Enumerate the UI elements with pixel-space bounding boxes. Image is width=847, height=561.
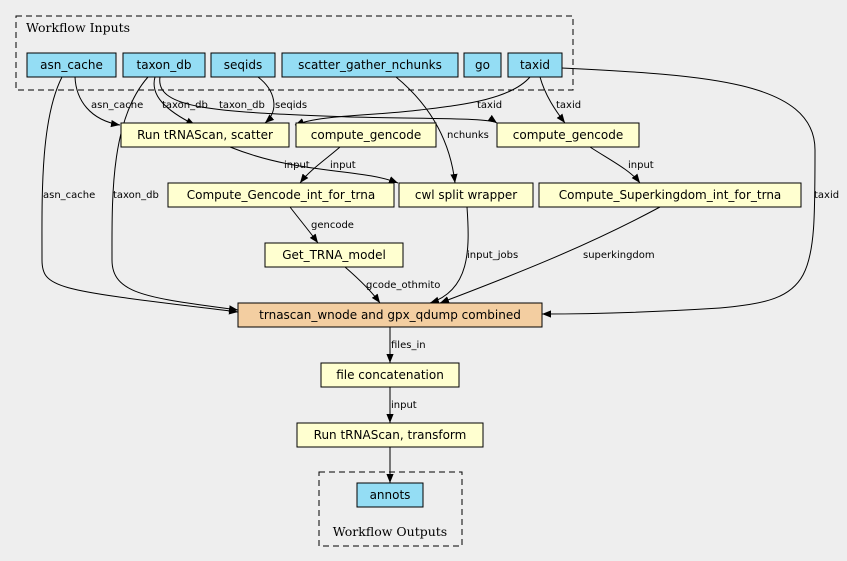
node-file-concatenation[interactable]: file concatenation bbox=[320, 362, 460, 388]
node-go[interactable]: go bbox=[463, 52, 502, 78]
edge-asn-cache-scatter bbox=[74, 76, 121, 128]
edge-gencode2-superkingdom bbox=[589, 146, 641, 184]
node-compute-gencode-1-label: compute_gencode bbox=[311, 128, 421, 142]
node-asn-cache-label: asn_cache bbox=[40, 58, 103, 72]
node-go-label: go bbox=[475, 58, 490, 72]
edge-label-taxid-gencode2: taxid bbox=[556, 100, 581, 111]
edge-scatter-cwl bbox=[229, 146, 399, 184]
edge-model-combined bbox=[344, 266, 381, 304]
node-get-trna-model[interactable]: Get_TRNA_model bbox=[264, 242, 404, 268]
node-seqids-label: seqids bbox=[224, 58, 262, 72]
node-cwl-split-wrapper-label: cwl split wrapper bbox=[415, 188, 517, 202]
node-run-trnascan-scatter-label: Run tRNAScan, scatter bbox=[137, 128, 273, 142]
edge-label-files-in: files_in bbox=[391, 340, 426, 351]
node-scatter-gather-nchunks[interactable]: scatter_gather_nchunks bbox=[281, 52, 459, 78]
edge-asn-cache-combined bbox=[41, 76, 239, 315]
edge-gencode-int-model bbox=[289, 206, 319, 244]
edge-label-concat-transform: input bbox=[391, 400, 417, 411]
edge-label-gencode1-int: input bbox=[330, 160, 356, 171]
node-file-concatenation-label: file concatenation bbox=[336, 368, 444, 382]
edge-label-gencode2-superkingdom: input bbox=[628, 160, 654, 171]
edge-taxid-combined bbox=[541, 67, 816, 318]
node-taxon-db[interactable]: taxon_db bbox=[122, 52, 206, 78]
edge-label-taxon-db-combined: taxon_db bbox=[113, 190, 159, 201]
node-compute-gencode-int-label: Compute_Gencode_int_for_trna bbox=[187, 188, 375, 202]
node-compute-superkingdom[interactable]: Compute_Superkingdom_int_for_trna bbox=[538, 182, 802, 208]
node-compute-gencode-2[interactable]: compute_gencode bbox=[496, 122, 640, 148]
edge-taxon-db-scatter bbox=[153, 76, 196, 126]
step-nodes: Run tRNAScan, scatter compute_gencode co… bbox=[120, 122, 802, 448]
node-compute-gencode-int[interactable]: Compute_Gencode_int_for_trna bbox=[167, 182, 395, 208]
edges bbox=[41, 67, 816, 483]
edge-label-asn-cache-combined: asn_cache bbox=[43, 190, 95, 201]
edge-label-asn-cache-scatter: asn_cache bbox=[91, 100, 143, 111]
node-compute-superkingdom-label: Compute_Superkingdom_int_for_trna bbox=[559, 188, 782, 202]
node-annots[interactable]: annots bbox=[356, 482, 424, 508]
edge-label-gencode: gencode bbox=[311, 220, 354, 231]
edge-label-taxid-combined: taxid bbox=[814, 190, 839, 201]
edge-taxid-gencode1 bbox=[294, 76, 531, 126]
edge-taxon-db-gencode2 bbox=[159, 76, 498, 124]
edge-label-taxon-db-scatter: taxon_db bbox=[162, 100, 208, 111]
node-compute-gencode-1[interactable]: compute_gencode bbox=[295, 122, 437, 148]
node-annots-label: annots bbox=[370, 488, 411, 502]
node-compute-gencode-2-label: compute_gencode bbox=[513, 128, 623, 142]
edge-label-seqids-scatter: seqids bbox=[275, 100, 307, 111]
node-scatter-gather-nchunks-label: scatter_gather_nchunks bbox=[298, 58, 442, 72]
node-cwl-split-wrapper[interactable]: cwl split wrapper bbox=[398, 182, 534, 208]
node-combined-label: trnascan_wnode and gpx_qdump combined bbox=[259, 308, 521, 322]
edge-label-input-jobs: input_jobs bbox=[467, 250, 518, 261]
edge-label-scatter-cwl: input bbox=[284, 160, 310, 171]
node-taxid[interactable]: taxid bbox=[507, 52, 563, 78]
node-run-trnascan-transform-label: Run tRNAScan, transform bbox=[314, 428, 467, 442]
edge-labels: asn_cache taxon_db taxon_db seqids taxid… bbox=[43, 100, 839, 411]
edge-label-taxid-gencode1: taxid bbox=[477, 100, 502, 111]
edge-seqids-scatter bbox=[257, 76, 275, 124]
node-get-trna-model-label: Get_TRNA_model bbox=[282, 248, 386, 262]
workflow-inputs-label: Workflow Inputs bbox=[26, 20, 130, 35]
edge-label-nchunks: nchunks bbox=[447, 130, 489, 141]
edge-label-superkingdom: superkingdom bbox=[583, 250, 655, 261]
node-taxon-db-label: taxon_db bbox=[137, 58, 192, 72]
node-asn-cache[interactable]: asn_cache bbox=[26, 52, 117, 78]
edge-taxid-gencode2 bbox=[539, 76, 566, 124]
edge-label-taxon-db-gencode2: taxon_db bbox=[219, 100, 265, 111]
edge-taxon-db-combined bbox=[111, 76, 239, 313]
edge-gencode1-int bbox=[299, 146, 341, 184]
node-run-trnascan-scatter[interactable]: Run tRNAScan, scatter bbox=[120, 122, 290, 148]
input-nodes: asn_cache taxon_db seqids scatter_gather… bbox=[26, 52, 563, 78]
edge-superkingdom-combined bbox=[439, 206, 661, 304]
node-run-trnascan-transform[interactable]: Run tRNAScan, transform bbox=[296, 422, 484, 448]
workflow-inputs-cluster: Workflow Inputs bbox=[15, 15, 574, 91]
workflow-outputs-label: Workflow Outputs bbox=[333, 524, 447, 539]
edge-label-gcode-othmito: gcode_othmito bbox=[366, 280, 440, 291]
node-seqids[interactable]: seqids bbox=[210, 52, 276, 78]
node-taxid-label: taxid bbox=[520, 58, 550, 72]
node-combined[interactable]: trnascan_wnode and gpx_qdump combined bbox=[237, 302, 543, 328]
